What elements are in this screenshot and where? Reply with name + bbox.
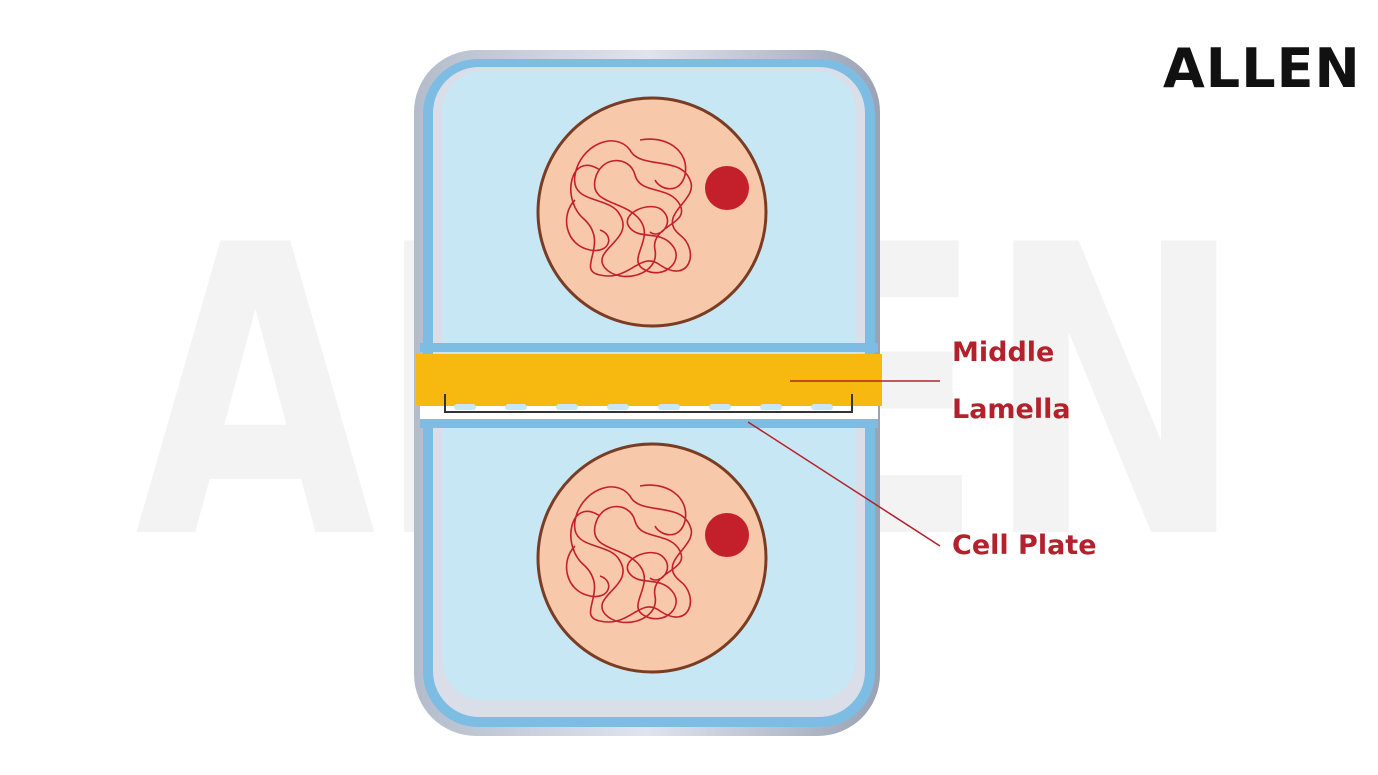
cell-plate <box>420 419 878 428</box>
lower-nucleus <box>536 442 768 674</box>
allen-logo: ALLEN <box>1163 37 1361 100</box>
middle-lamella-label-line1: Middle <box>952 337 1055 368</box>
lower-chromatin <box>565 484 693 624</box>
lower-nucleolus <box>705 513 749 557</box>
upper-plate-membrane <box>420 343 878 352</box>
cell-plate-pointer <box>747 421 941 547</box>
middle-lamella <box>416 354 882 406</box>
upper-chromatin <box>565 138 693 278</box>
upper-nucleus <box>536 96 768 328</box>
middle-lamella-label-line2: Lamella <box>952 394 1071 425</box>
vesicle-bracket <box>444 394 853 413</box>
upper-nucleolus <box>705 166 749 210</box>
cell-plate-label: Cell Plate <box>952 530 1097 561</box>
